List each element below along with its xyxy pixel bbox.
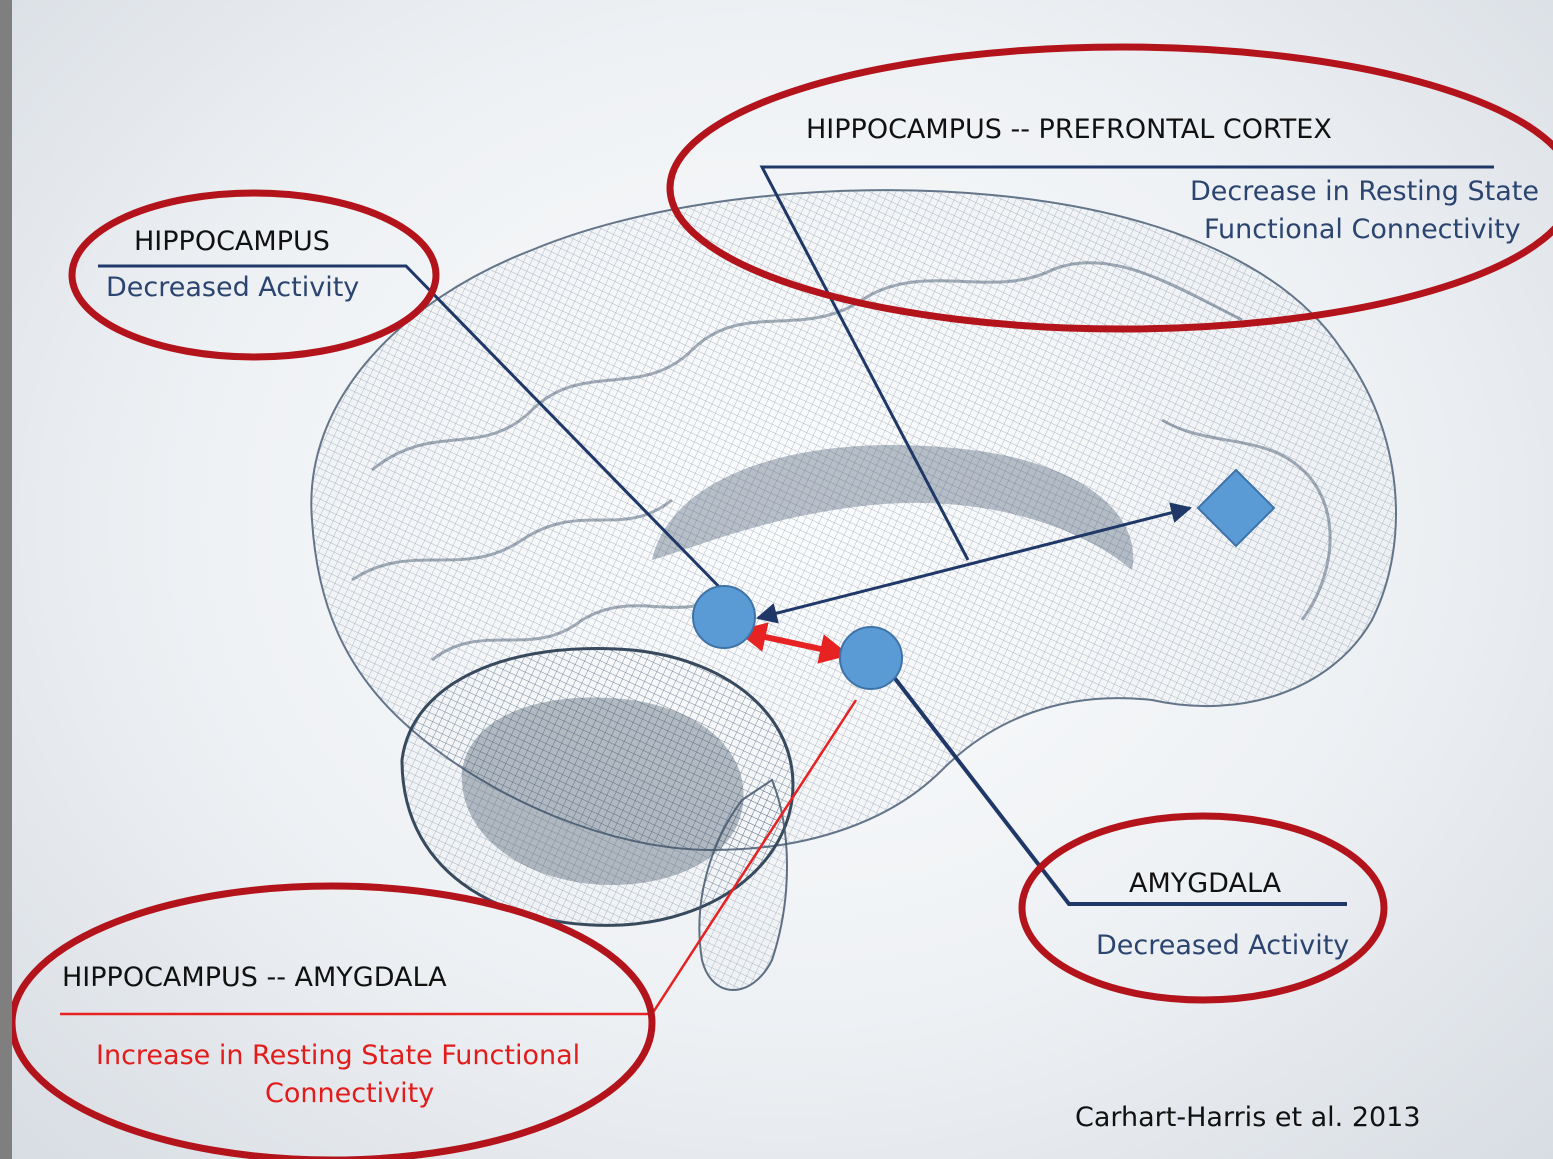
hpc-amy-title: HIPPOCAMPUS -- AMYGDALA: [62, 962, 447, 994]
hpc-pfc-desc-line1: Decrease in Resting State: [1190, 176, 1539, 208]
amygdala-title: AMYGDALA: [1129, 868, 1281, 900]
slide: HIPPOCAMPUS Decreased Activity HIPPOCAMP…: [12, 0, 1553, 1159]
amygdala-desc: Decreased Activity: [1096, 930, 1349, 962]
hpc-amy-desc-line2: Connectivity: [265, 1078, 434, 1110]
hippocampus-node: [693, 586, 755, 648]
hippocampus-title: HIPPOCAMPUS: [134, 226, 330, 258]
amygdala-node: [840, 627, 902, 689]
hpc-amy-highlight-ellipse: [12, 886, 652, 1159]
amygdala-highlight-ellipse: [1022, 816, 1384, 1000]
citation: Carhart-Harris et al. 2013: [1075, 1102, 1421, 1134]
hpc-pfc-desc-line2: Functional Connectivity: [1204, 214, 1521, 246]
hpc-pfc-title: HIPPOCAMPUS -- PREFRONTAL CORTEX: [806, 114, 1332, 146]
hpc-amy-desc-line1: Increase in Resting State Functional: [96, 1040, 580, 1072]
hippocampus-desc: Decreased Activity: [106, 272, 359, 304]
